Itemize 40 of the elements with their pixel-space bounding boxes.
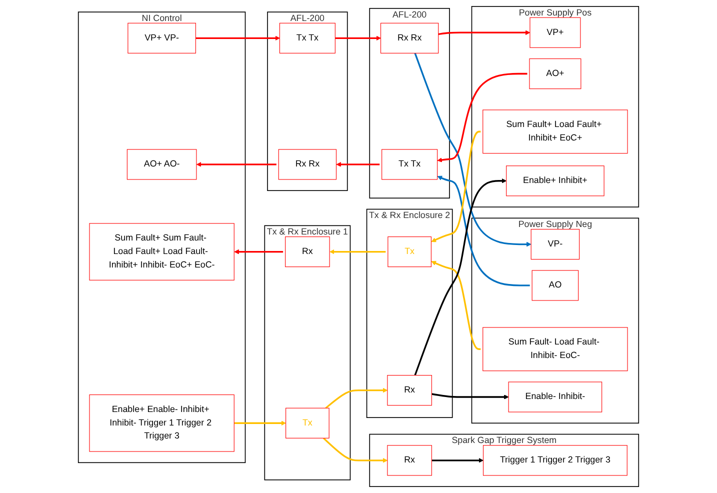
node-box: Tx xyxy=(388,236,432,268)
node-box: Rx Rx xyxy=(380,22,439,54)
node-box: Rx xyxy=(387,445,432,476)
node-box: Tx Tx xyxy=(279,22,336,54)
node-box: VP+ VP- xyxy=(128,22,196,54)
arrow xyxy=(438,30,530,36)
node-box: Sum Fault+ Sum Fault- Load Fault+ Load Fault- Inhibit+ Inhibit- EoC+ EoC- xyxy=(89,223,234,280)
node-box: VP- xyxy=(530,228,580,260)
node-box: Sum Fault- Load Fault- Inhibit- EoC- xyxy=(482,327,628,372)
arrow xyxy=(414,178,507,376)
arrow xyxy=(335,36,381,41)
arrow xyxy=(432,393,509,400)
node-box: Rx xyxy=(285,236,330,268)
arrow xyxy=(234,420,286,426)
node-box: Enable- Inhibit- xyxy=(508,382,602,412)
arrow xyxy=(322,438,388,463)
node-box: Sum Fault+ Load Fault+ Inhibit+ EoC+ xyxy=(482,110,628,154)
arrow xyxy=(196,162,276,167)
node-box: Trigger 1 Trigger 2 Trigger 3 xyxy=(482,445,628,476)
arrow xyxy=(414,52,532,247)
arrow xyxy=(336,162,380,167)
node-box: AO+ xyxy=(529,58,582,90)
arrow xyxy=(325,388,388,409)
node-box: AO+ AO- xyxy=(126,149,197,180)
node-box: Enable+ Inhibit+ xyxy=(506,166,604,196)
arrow xyxy=(330,249,386,254)
node-box: Enable+ Enable- Inhibit+ Inhibit- Trigger 1 Trigger 2 Trigger 3 xyxy=(89,394,234,452)
node-box: Tx xyxy=(286,408,330,438)
arrow xyxy=(437,176,530,286)
arrow xyxy=(431,260,481,350)
arrow xyxy=(196,36,280,41)
node-box: Tx Tx xyxy=(382,149,438,180)
arrow xyxy=(234,249,284,254)
node-box: Rx Rx xyxy=(278,149,337,180)
node-box: Rx xyxy=(387,375,432,406)
node-box: VP+ xyxy=(530,17,581,48)
node-box: AO xyxy=(532,270,579,301)
arrow xyxy=(431,130,481,242)
arrow xyxy=(432,458,484,463)
arrow xyxy=(437,72,528,162)
